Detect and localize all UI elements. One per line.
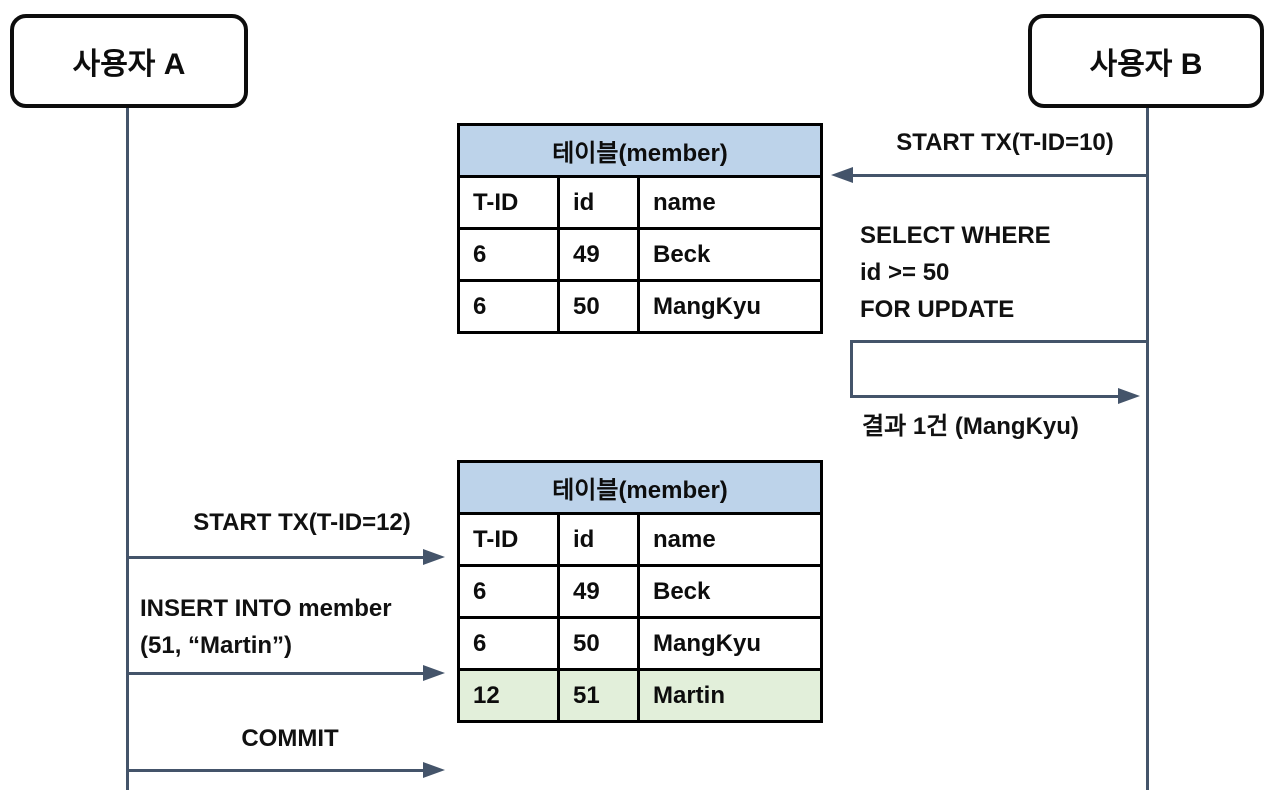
cell-tid: 12	[457, 668, 560, 723]
cell-tid: 6	[457, 279, 560, 334]
arrowhead-left-icon	[831, 167, 853, 183]
table-row: 6 50 MangKyu	[457, 279, 824, 334]
table-row: 6 49 Beck	[457, 227, 824, 282]
arrowhead-right-icon	[423, 762, 445, 778]
self-loop-top-line	[850, 340, 1146, 343]
message-label-insert-line2: (51, “Martin”)	[140, 632, 293, 659]
actor-label-user-a: 사용자 A	[72, 48, 186, 81]
cell-name: MangKyu	[636, 279, 824, 334]
lifeline-user-a	[126, 108, 129, 790]
arrowhead-right-icon	[423, 665, 445, 681]
arrow-line-start-tx-10	[846, 174, 1146, 177]
message-label-select-line1: SELECT WHERE	[860, 222, 1051, 249]
cell-id: 51	[557, 668, 640, 723]
cell-id: 50	[557, 279, 640, 334]
actor-label-user-b: 사용자 B	[1089, 48, 1203, 81]
message-label-start-tx-10: START TX(T-ID=10)	[896, 129, 1114, 156]
table-row-inserted: 12 51 Martin	[457, 668, 824, 723]
cell-tid: 6	[457, 227, 560, 282]
member-table-after: 테이블(member) T-ID id name 6 49 Beck 6 50 …	[456, 460, 824, 723]
message-label-start-tx-12: START TX(T-ID=12)	[193, 509, 411, 536]
table-row: 6 49 Beck	[457, 564, 824, 619]
cell-name: MangKyu	[636, 616, 824, 671]
self-loop-left-line	[850, 340, 853, 398]
arrow-line-start-tx-12	[128, 556, 425, 559]
actor-box-user-a: 사용자 A	[10, 14, 248, 108]
cell-id: 49	[557, 564, 640, 619]
message-label-select-line3: FOR UPDATE	[860, 296, 1015, 323]
cell-tid: 6	[457, 564, 560, 619]
header-cell-id: id	[557, 512, 640, 567]
cell-name: Martin	[636, 668, 824, 723]
table-title-row: 테이블(member)	[456, 123, 824, 178]
arrow-line-commit	[128, 769, 425, 772]
arrow-line-insert	[128, 672, 425, 675]
table-header-row: T-ID id name	[457, 175, 824, 230]
lifeline-user-b	[1146, 108, 1149, 790]
header-cell-name: name	[636, 175, 824, 230]
header-cell-name: name	[636, 512, 824, 567]
arrowhead-right-icon	[423, 549, 445, 565]
message-label-result: 결과 1건 (MangKyu)	[862, 413, 1079, 440]
table-title: 테이블(member)	[456, 123, 824, 178]
header-cell-tid: T-ID	[457, 175, 560, 230]
table-header-row: T-ID id name	[457, 512, 824, 567]
arrowhead-right-icon	[1118, 388, 1140, 404]
table-title: 테이블(member)	[456, 460, 824, 515]
cell-id: 50	[557, 616, 640, 671]
self-loop-bottom-line	[850, 395, 1122, 398]
cell-name: Beck	[636, 564, 824, 619]
table-title-row: 테이블(member)	[456, 460, 824, 515]
cell-name: Beck	[636, 227, 824, 282]
table-row: 6 50 MangKyu	[457, 616, 824, 671]
actor-box-user-b: 사용자 B	[1028, 14, 1264, 108]
message-label-select-line2: id >= 50	[860, 259, 950, 286]
header-cell-id: id	[557, 175, 640, 230]
header-cell-tid: T-ID	[457, 512, 560, 567]
cell-id: 49	[557, 227, 640, 282]
cell-tid: 6	[457, 616, 560, 671]
message-label-commit: COMMIT	[241, 725, 339, 752]
member-table-before: 테이블(member) T-ID id name 6 49 Beck 6 50 …	[456, 123, 824, 334]
message-label-insert-line1: INSERT INTO member	[140, 595, 392, 622]
